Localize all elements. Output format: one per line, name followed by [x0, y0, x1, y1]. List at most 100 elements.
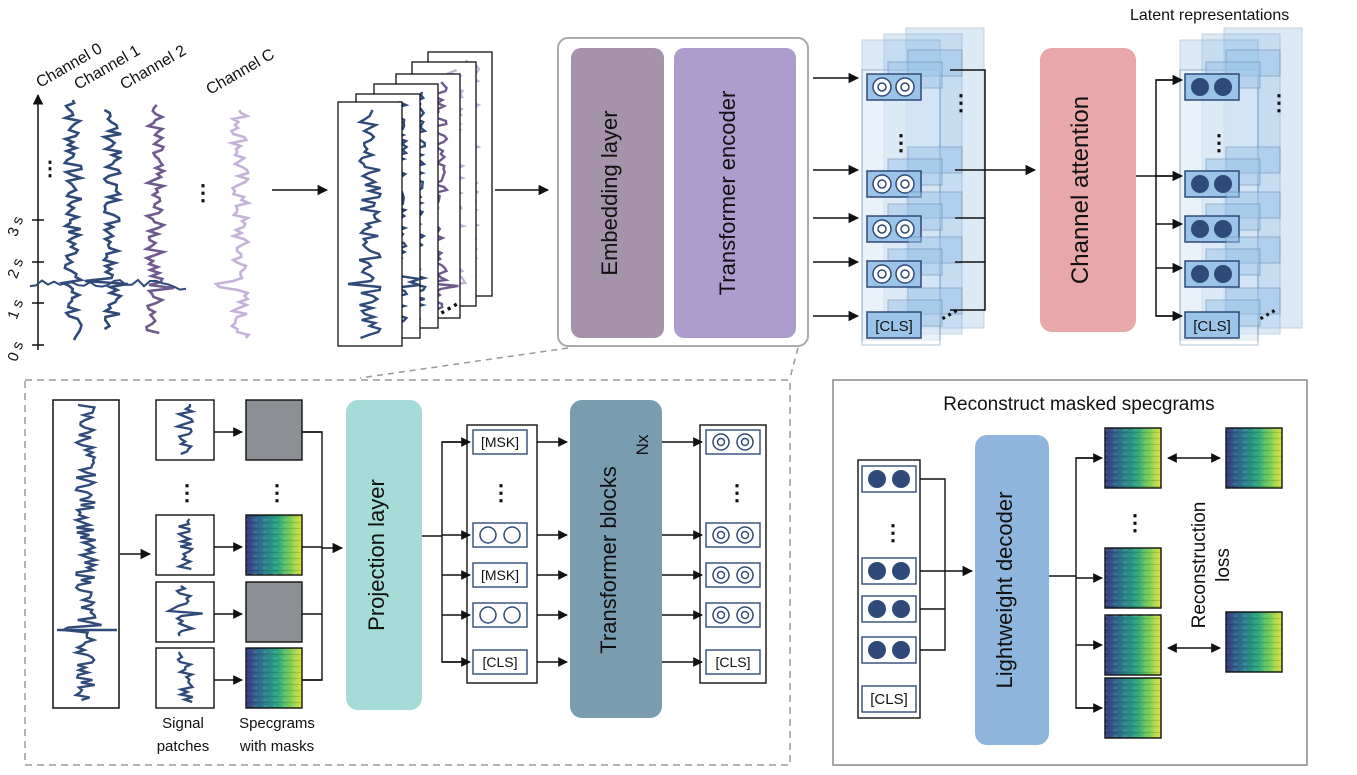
- projection-layer-label: Projection layer: [364, 479, 389, 631]
- channel-panel-signal: [424, 81, 459, 312]
- masked-specgram: [245, 581, 303, 643]
- token-box: [1184, 311, 1240, 339]
- latent-dot: [1191, 175, 1209, 193]
- mask-token-label: [MSK]: [481, 434, 519, 450]
- token-ring-inner: [900, 224, 910, 234]
- projection-token: [472, 649, 528, 675]
- nx-label: Nx: [633, 434, 652, 455]
- output-token-ellipsis: ⋮: [726, 480, 748, 505]
- cls-token-label: [CLS]: [715, 654, 750, 670]
- token-ring: [872, 174, 892, 194]
- token-ring: [895, 264, 915, 284]
- embedding-layer-label: Embedding layer: [597, 110, 622, 275]
- eeg-channel-signal: [58, 99, 87, 341]
- cls-token-label: [CLS]: [875, 318, 913, 335]
- cls-token-label: [CLS]: [1193, 318, 1231, 335]
- output-token-ring: [712, 526, 730, 544]
- latent-dot: [868, 470, 886, 488]
- mask-token-label: [MSK]: [481, 567, 519, 583]
- projection-token-column: [466, 424, 538, 684]
- projection-token: [472, 429, 528, 455]
- projection-token-ellipsis: ⋮: [490, 480, 512, 505]
- latent-dot: [1191, 78, 1209, 96]
- signal-patch-trace: [172, 403, 197, 456]
- channel-attention-block: Channel attention: [985, 48, 1176, 332]
- lightweight-decoder-label: Lightweight decoder: [992, 492, 1017, 689]
- reconstruction-loss-label-2: loss: [1213, 548, 1234, 582]
- specgrams-label-1: Specgrams: [239, 715, 315, 732]
- signal-patches-label-1: Signal: [162, 715, 204, 732]
- encoder-token-stack: [CLS]⋮⋮⋯: [861, 27, 986, 346]
- latent-dot: [1191, 220, 1209, 238]
- time-tick-label: 0 s: [4, 339, 27, 364]
- transformer-encoder-label: Transformer encoder: [715, 91, 740, 296]
- cls-token-label: [CLS]: [482, 654, 517, 670]
- signal-patch-trace: [176, 651, 196, 704]
- signal-patches-label-2: patches: [157, 738, 210, 755]
- attention-collector: [950, 69, 986, 311]
- output-token-ring: [736, 606, 754, 624]
- reconstruction-panel: Reconstruct masked specgrams [CLS] ⋮ Ligh…: [832, 379, 1308, 766]
- specgram-ellipsis: ⋮: [266, 480, 288, 505]
- token-ring: [872, 77, 892, 97]
- latent-dot: [868, 562, 886, 580]
- token-ellipsis: ⋮: [1208, 130, 1230, 155]
- patch-ellipsis: ⋮: [176, 480, 198, 505]
- channel-panel-signal: [389, 100, 421, 331]
- eeg-channel-signal: [142, 104, 175, 335]
- token-ring-inner: [900, 82, 910, 92]
- latent-dot: [1214, 220, 1232, 238]
- channel-panel-signal: [347, 109, 383, 340]
- channel-panel: [337, 101, 403, 347]
- transformer-encoder-box: [674, 48, 796, 338]
- projection-token: [472, 562, 528, 588]
- token-ring: [872, 219, 892, 239]
- latent-distributor: [1155, 79, 1176, 317]
- decoder-token-ellipsis: ⋮: [882, 520, 904, 545]
- lightweight-decoder-box: [975, 435, 1049, 745]
- latent-dot: [892, 600, 910, 618]
- signal-patch-trace: [175, 518, 195, 571]
- signal-patch: [155, 647, 215, 709]
- transformer-blocks-label: Transformer blocks: [596, 466, 621, 653]
- time-tick-label: 1 s: [4, 297, 27, 322]
- output-token-ring: [736, 526, 754, 544]
- projection-layer-box: [346, 400, 422, 710]
- token-ring-inner: [877, 179, 887, 189]
- latent-representations-label: Latent representations: [1130, 7, 1289, 24]
- encoder-block: Embedding layer Transformer encoder: [557, 37, 809, 347]
- embedding-detail-panel: ⋮⋮ Signal patches Specgrams with masks P…: [24, 379, 791, 766]
- latent-token-stack: [CLS]⋮⋮⋯: [1155, 27, 1303, 346]
- stacked-channel-panels: ⋯: [337, 51, 493, 347]
- time-tick-label: 2 s: [4, 256, 27, 281]
- time-tick-label: 3 s: [4, 214, 27, 239]
- token-ellipsis: ⋮: [950, 90, 972, 115]
- channel-attention-label: Channel attention: [1067, 96, 1094, 284]
- cls-token-label: [CLS]: [870, 691, 908, 708]
- latent-dot: [1191, 265, 1209, 283]
- output-token-column: [699, 424, 767, 684]
- eeg-channel-signal: [213, 109, 253, 339]
- token-ring-inner: [877, 269, 887, 279]
- channel-label: Channel C: [204, 46, 278, 99]
- token-ring: [895, 219, 915, 239]
- patch-token-ring: [503, 606, 521, 624]
- latent-dot: [892, 641, 910, 659]
- masked-specgram: [245, 399, 303, 461]
- token-ring-inner: [877, 224, 887, 234]
- patch-token-ring: [503, 526, 521, 544]
- embedding-layer-box: [571, 48, 664, 338]
- output-token-ring: [712, 566, 730, 584]
- output-token: [705, 649, 761, 675]
- specgram-texture: [246, 648, 302, 708]
- reconstruction-title: Reconstruct masked specgrams: [943, 394, 1214, 415]
- latent-dot: [868, 641, 886, 659]
- reconstruction-loss-label-1: Reconstruction: [1189, 502, 1210, 629]
- eeg-artifact-burst: [29, 278, 187, 291]
- vertical-ellipsis: ⋮: [40, 158, 60, 180]
- encoder-output-arrows: [813, 72, 860, 322]
- token-ring-inner: [900, 179, 910, 189]
- reconstruction-ellipsis: ⋮: [1124, 510, 1146, 535]
